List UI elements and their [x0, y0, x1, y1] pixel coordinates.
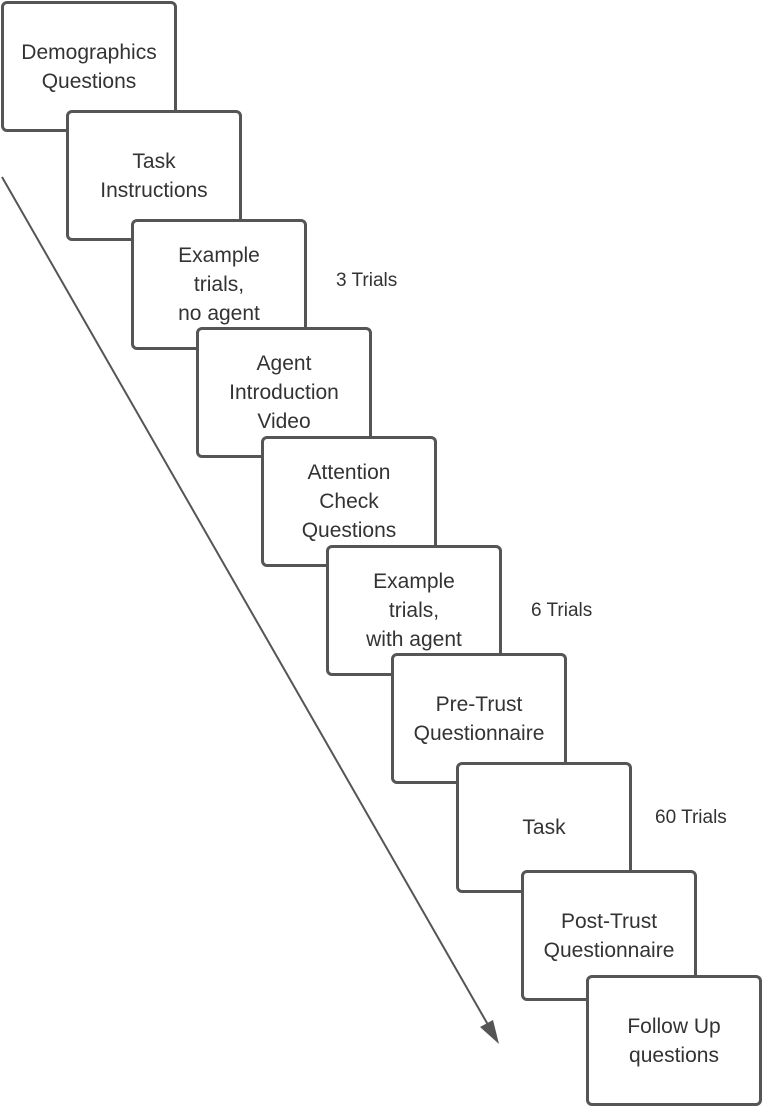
step-text-line: Post-Trust	[560, 909, 658, 933]
step-text-line: Video	[257, 410, 311, 433]
step-text-line: Attention	[307, 461, 391, 484]
step-text-line: Pre-Trust	[435, 692, 523, 716]
step-text-line: no agent	[178, 302, 260, 325]
step-text-line: Task	[522, 816, 566, 839]
trial-count-example-with-agent: 6 Trials	[531, 600, 593, 621]
step-follow-up-questions: Follow Up questions	[586, 975, 762, 1106]
step-text-line: Questionnaire	[543, 938, 675, 962]
step-text-line: Follow Up	[627, 1014, 721, 1038]
step-text-line: with agent	[366, 628, 462, 651]
step-text-line: Example	[373, 570, 455, 593]
step-text-line: Check	[319, 490, 379, 513]
step-text-line: Example	[178, 244, 260, 267]
step-text-line: Introduction	[229, 381, 339, 404]
step-text-line: trials,	[193, 273, 245, 296]
step-text-line: Questions	[41, 69, 137, 93]
timeline-arrow-head	[480, 1020, 499, 1044]
timeline-arrow-shaft	[1, 176, 492, 1031]
step-text-line: Demographics	[21, 40, 157, 64]
step-text-line: Task	[132, 149, 176, 173]
step-text-line: Instructions	[100, 178, 208, 202]
step-text-line: Questions	[301, 519, 397, 542]
step-text-line: Questionnaire	[413, 721, 545, 745]
trial-count-task: 60 Trials	[655, 807, 727, 828]
step-text-line: questions	[629, 1043, 719, 1067]
step-text-line: trials,	[388, 599, 440, 622]
trial-count-example-no-agent: 3 Trials	[336, 270, 398, 291]
step-text-line: Agent	[256, 352, 312, 375]
